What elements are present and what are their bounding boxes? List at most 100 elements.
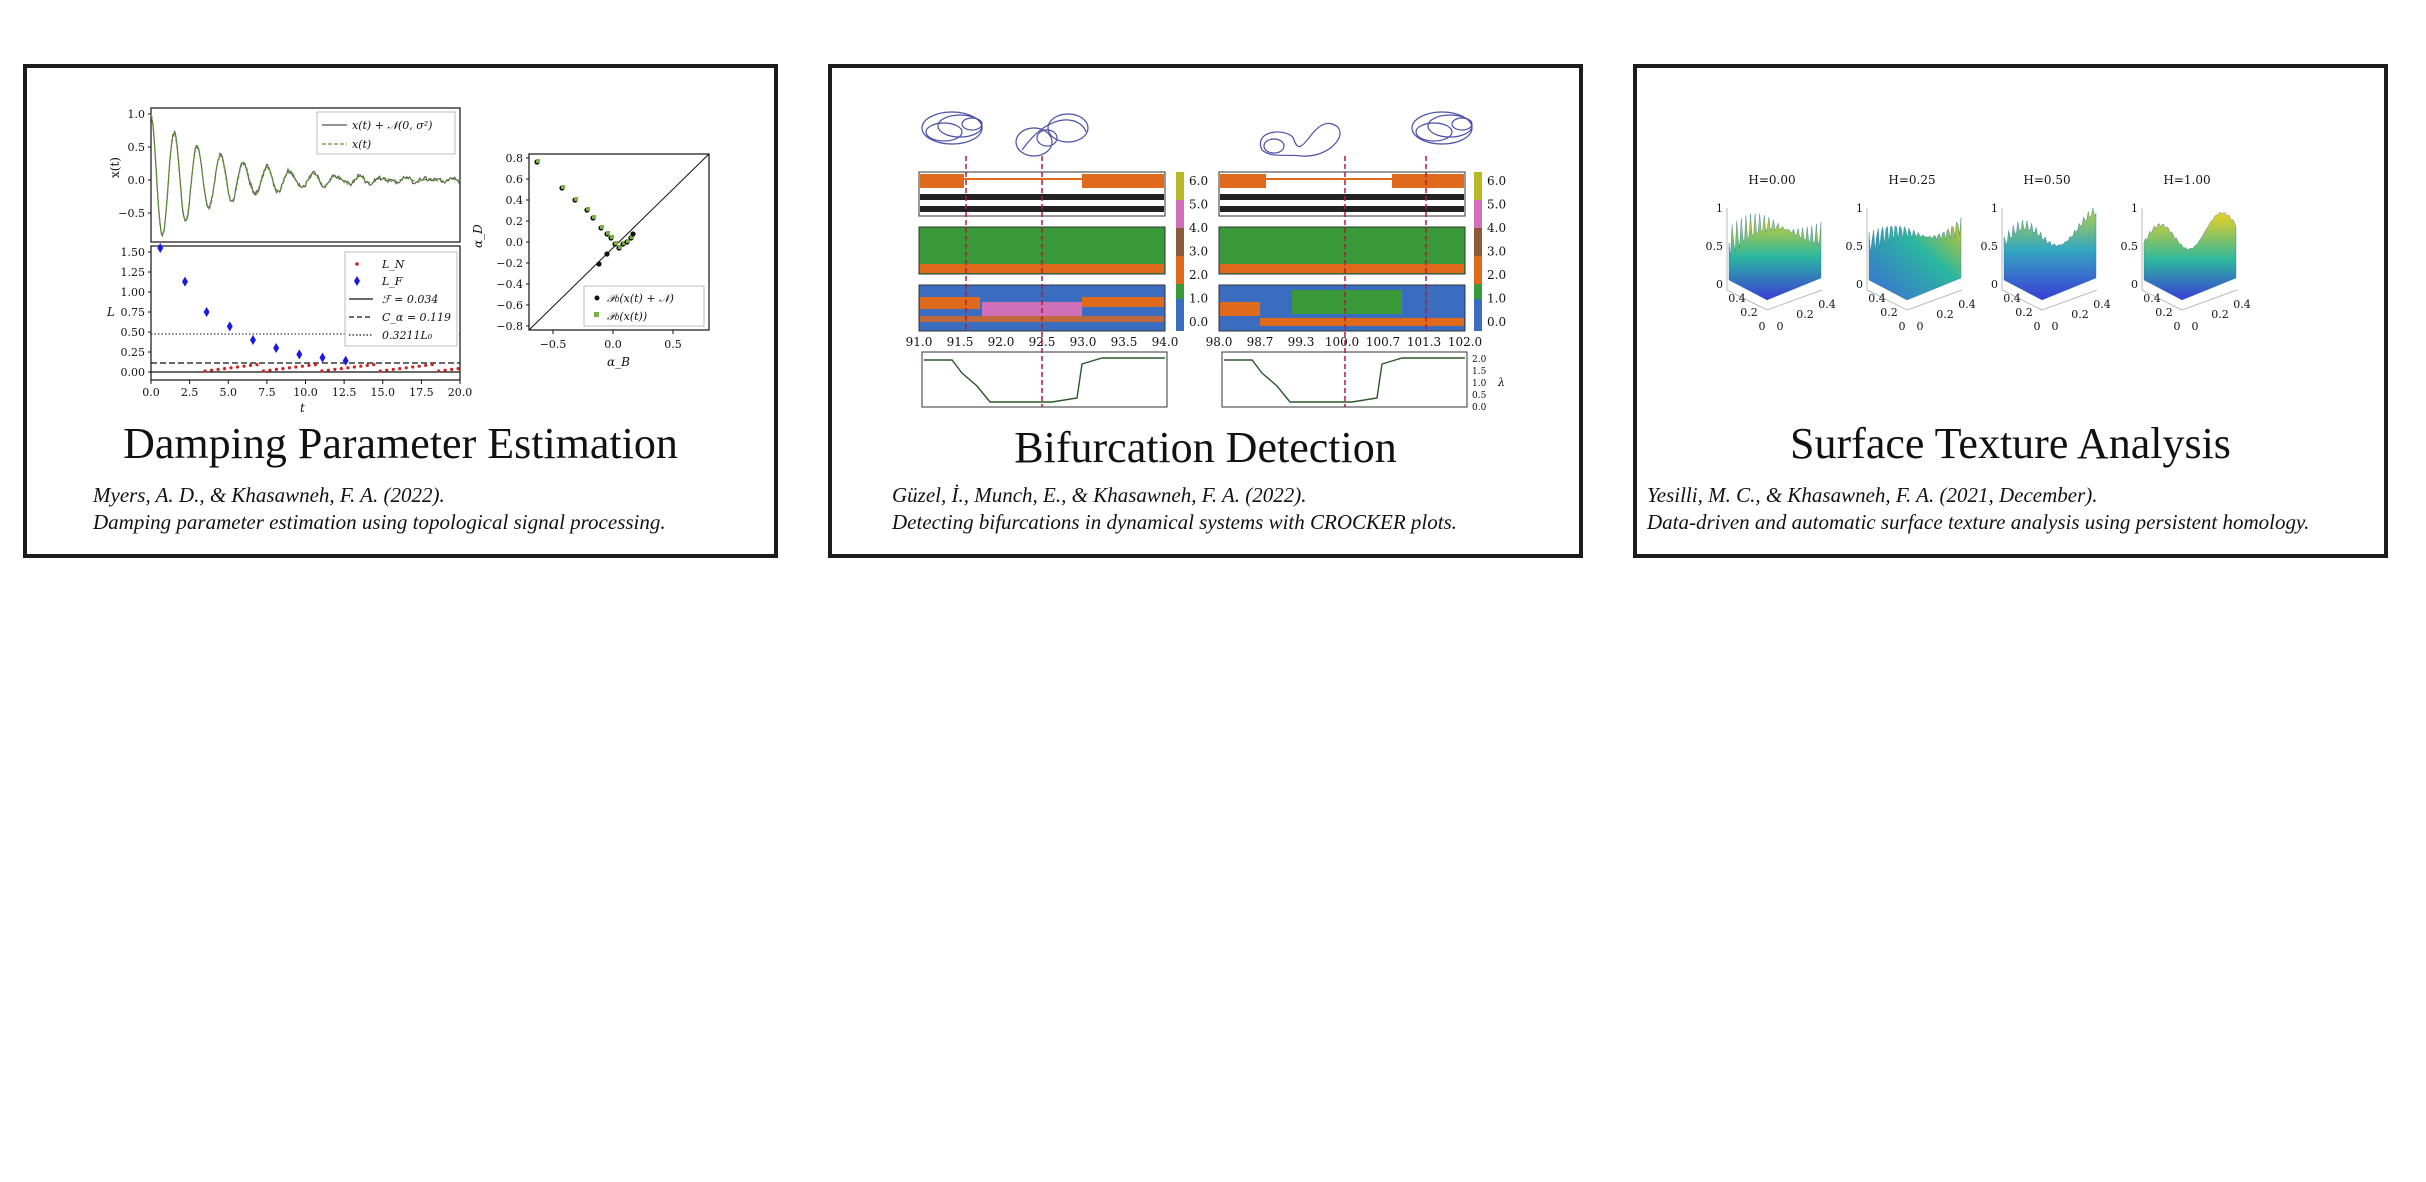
- surface-axis-tick: 0: [2174, 320, 2181, 333]
- lambda-ticks: 2.01.51.00.50.0: [1472, 355, 1487, 413]
- persistence-point-clean: [561, 185, 565, 189]
- lifetime-xtick: 2.5: [181, 386, 199, 399]
- noise-point: [378, 369, 382, 373]
- signal-plot: x(t) 1.00.50.0−0.5 x(t) + 𝒩(0, σ²) x(t): [108, 107, 461, 243]
- lambda-tick: 0.0: [1472, 403, 1487, 413]
- feature-point: [296, 349, 303, 360]
- surface-axis-tick: 0.4: [1958, 298, 1976, 311]
- lifetime-xtick: 10.0: [293, 386, 318, 399]
- lifetime-xlabel: t: [300, 401, 305, 415]
- citation-authors: Myers, A. D., & Khasawneh, F. A. (2022).: [93, 483, 445, 507]
- persistence-xtick: −0.5: [540, 338, 567, 351]
- persistence-ytick: 0.6: [506, 173, 524, 186]
- noise-point: [326, 368, 330, 372]
- lifetime-xtick: 20.0: [448, 386, 473, 399]
- colorbar-left-ticks: 6.05.04.03.02.01.00.0: [1189, 174, 1208, 329]
- persistence-ytick: 0.0: [506, 236, 524, 249]
- lifetime-ytick: 1.25: [121, 266, 146, 279]
- surface-label: H=0.50: [2023, 173, 2070, 187]
- feature-point: [319, 352, 326, 363]
- persistence-point-clean: [606, 231, 610, 235]
- signal-legend-noisy: x(t) + 𝒩(0, σ²): [352, 119, 432, 132]
- noise-point: [313, 363, 317, 367]
- signal-yticks: 1.00.50.0−0.5: [118, 108, 151, 220]
- noise-point: [450, 367, 454, 371]
- persistence-point-clean: [586, 207, 590, 211]
- surface-axis-tick: 0.4: [2003, 292, 2021, 305]
- colorbar-left: 6.05.04.03.02.01.00.0: [1176, 172, 1208, 331]
- left-xtick: 93.5: [1111, 335, 1138, 349]
- surface-axis-tick: 0: [1917, 320, 1924, 333]
- attractor-3: [1259, 123, 1341, 157]
- right-xtick: 98.0: [1206, 335, 1233, 349]
- surface-ztick: 1: [1856, 202, 1863, 215]
- lifetime-xtick: 17.5: [409, 386, 434, 399]
- surface-axis-tick: 0: [1777, 320, 1784, 333]
- surface-ztick: 0.5: [2121, 240, 2139, 253]
- noise-point: [352, 365, 356, 369]
- noise-point: [287, 366, 292, 370]
- surface-axis-tick: 0.2: [1796, 308, 1814, 321]
- persistence-xtick: 0.5: [664, 338, 682, 351]
- signal-ytick: −0.5: [118, 207, 145, 220]
- colorbar-right-tick: 5.0: [1487, 198, 1506, 212]
- persistence-diagram: α_D α_B 0.80.60.40.20.0−0.2−0.4−0.6−0.8 …: [471, 152, 710, 369]
- persistence-ylabel: α_D: [471, 224, 485, 248]
- surface-axis-tick: 0.4: [1728, 292, 1746, 305]
- persistence-xlabel: α_B: [607, 355, 630, 369]
- signal-legend-clean: x(t): [352, 138, 371, 151]
- surface-axis-tick: 0.2: [1740, 306, 1758, 319]
- colorbar-left-tick: 1.0: [1189, 292, 1208, 306]
- noise-point: [385, 368, 389, 372]
- right-xtick: 100.7: [1366, 335, 1400, 349]
- surface-axis-tick: 0: [2192, 320, 2199, 333]
- surface-axis-tick: 0.2: [1936, 308, 1954, 321]
- feature-point: [273, 343, 280, 353]
- right-xtick: 99.3: [1288, 335, 1315, 349]
- surface-axis-tick: 0.4: [2143, 292, 2161, 305]
- persistence-ytick: 0.2: [506, 215, 524, 228]
- noise-point: [424, 363, 428, 367]
- noise-point: [443, 368, 447, 372]
- lifetime-xtick: 7.5: [258, 386, 276, 399]
- lifetime-ytick: 1.00: [121, 286, 146, 299]
- right-xtick: 100.0: [1325, 335, 1359, 349]
- persistence-point-clean: [592, 215, 596, 219]
- noise-point: [456, 367, 460, 371]
- persistence-point-clean: [626, 239, 630, 243]
- surface-axis-tick: 0.2: [2211, 308, 2229, 321]
- feature-point: [342, 355, 349, 366]
- citation-paper: Detecting bifurcations in dynamical syst…: [892, 510, 1458, 534]
- lifetime-legend-f: ℱ = 0.034: [382, 293, 438, 306]
- noise-point: [307, 363, 311, 367]
- right-xtick: 98.7: [1247, 335, 1274, 349]
- noise-point: [359, 364, 363, 368]
- persistence-xtick: 0.0: [604, 338, 622, 351]
- signal-ytick: 0.5: [128, 141, 146, 154]
- noise-point: [320, 369, 324, 373]
- noise-point: [216, 367, 220, 371]
- colorbar-left-tick: 5.0: [1189, 198, 1208, 212]
- lifetime-ylabel: L: [106, 305, 115, 319]
- surface-ztick: 0: [1991, 278, 1998, 291]
- right-xtick: 102.0: [1448, 335, 1482, 349]
- persistence-ytick: −0.4: [496, 278, 523, 291]
- persistence-legend-noisy: 𝒫₀(x(t) + 𝒩): [607, 292, 674, 305]
- lifetime-ytick: 0.00: [121, 366, 146, 379]
- card-title: Surface Texture Analysis: [1790, 419, 2231, 468]
- colorbar-left-tick: 2.0: [1189, 268, 1208, 282]
- left-xtick: 94.0: [1152, 335, 1179, 349]
- lambda-tick: 1.5: [1472, 367, 1487, 377]
- noise-point: [339, 367, 343, 371]
- surface-label: H=0.00: [1748, 173, 1795, 187]
- feature-point: [203, 307, 210, 317]
